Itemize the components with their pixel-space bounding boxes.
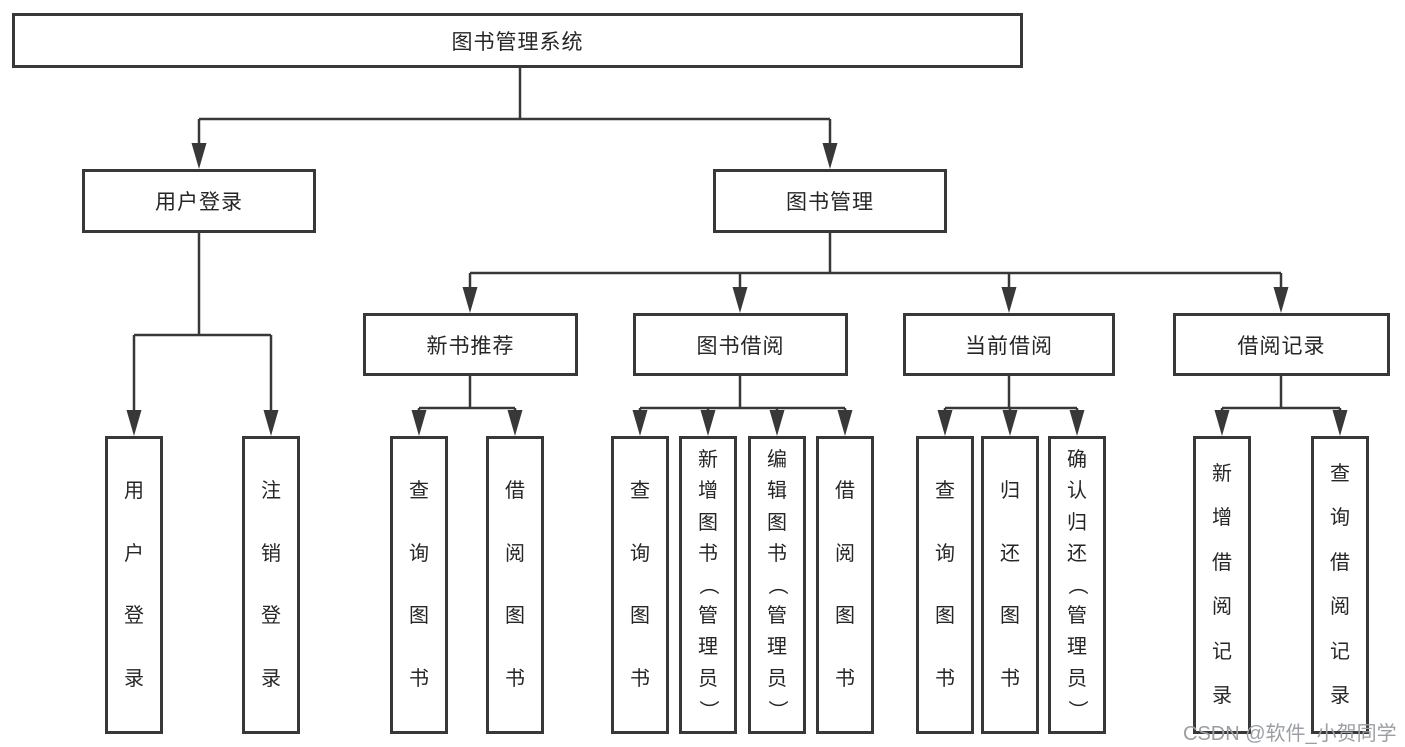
leaf-query-books-borrowing: 查询图书: [611, 436, 669, 734]
leaf-add-borrow-record: 新增借阅记录: [1193, 436, 1251, 734]
leaf-query-books-current: 查询图书: [916, 436, 974, 734]
leaf-edit-books-admin: 编辑图书（管理员）: [748, 436, 806, 734]
node-label: 借阅记录: [1237, 334, 1326, 358]
leaf-label: 确认归还（管理员）: [1066, 449, 1088, 720]
node-book-management: 图书管理: [713, 169, 947, 233]
leaf-label: 注销登录: [261, 480, 281, 690]
arrowheads: [126, 143, 1348, 436]
leaf-label: 借阅图书: [505, 480, 525, 690]
leaf-user-login: 用户登录: [105, 436, 163, 734]
leaf-label: 查询借阅记录: [1330, 462, 1350, 708]
node-current-borrowing: 当前借阅: [903, 313, 1115, 376]
node-label: 用户登录: [155, 191, 243, 214]
node-label: 图书管理: [786, 191, 874, 214]
leaf-label: 查询图书: [409, 480, 429, 690]
leaf-label: 新增图书（管理员）: [697, 449, 719, 720]
leaf-confirm-return-admin: 确认归还（管理员）: [1048, 436, 1106, 734]
leaf-label: 归还图书: [1000, 480, 1020, 690]
leaf-label: 查询图书: [630, 480, 650, 690]
leaf-logout-login: 注销登录: [242, 436, 300, 734]
leaf-return-books: 归还图书: [981, 436, 1039, 734]
leaf-add-books-admin: 新增图书（管理员）: [679, 436, 737, 734]
leaf-label: 编辑图书（管理员）: [766, 449, 788, 720]
node-book-borrowing: 图书借阅: [633, 313, 848, 376]
node-label: 当前借阅: [965, 334, 1053, 358]
leaf-borrow-books-recommend: 借阅图书: [486, 436, 544, 734]
node-user-login: 用户登录: [82, 169, 316, 233]
watermark: CSDN @软件_小贺同学: [1183, 723, 1397, 745]
node-book-management-system: 图书管理系统: [12, 13, 1023, 68]
leaf-borrow-books-borrowing: 借阅图书: [816, 436, 874, 734]
leaf-label: 查询图书: [935, 480, 955, 690]
node-label: 图书管理系统: [451, 30, 584, 54]
leaf-label: 用户登录: [124, 480, 144, 690]
node-label: 新书推荐: [426, 334, 515, 358]
leaf-label: 借阅图书: [835, 480, 855, 690]
node-new-book-recommend: 新书推荐: [363, 313, 578, 376]
leaf-query-borrow-record: 查询借阅记录: [1311, 436, 1369, 734]
node-label: 图书借阅: [696, 334, 785, 358]
leaf-query-books-recommend: 查询图书: [390, 436, 448, 734]
leaf-label: 新增借阅记录: [1212, 462, 1232, 708]
node-borrowing-records: 借阅记录: [1173, 313, 1390, 376]
